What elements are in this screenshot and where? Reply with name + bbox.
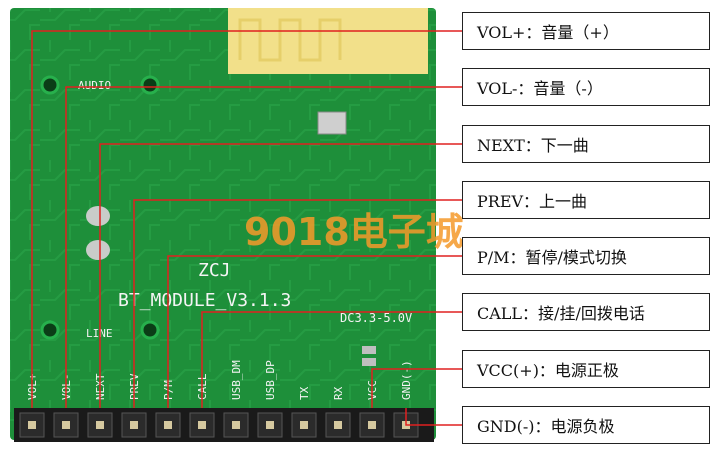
pin-label: USB_DP <box>264 360 277 400</box>
board-title-line1: ZCJ <box>198 260 231 281</box>
callout-line <box>31 30 462 408</box>
pin-label: GND(-) <box>400 360 413 400</box>
callout-box: VOL-：音量（-） <box>462 68 710 106</box>
callout-box: GND(-)：电源负极 <box>462 406 710 444</box>
callout-line <box>405 408 462 426</box>
callout-text: VCC(+)：电源正极 <box>477 361 619 380</box>
mount-hole <box>40 320 60 340</box>
header-pin-contact <box>130 421 138 429</box>
callout-text: P/M：暂停/模式切换 <box>477 248 627 267</box>
callout-lines <box>31 30 462 426</box>
callout-text: GND(-)：电源负极 <box>477 417 615 436</box>
callout-line <box>99 143 462 408</box>
solder-pad <box>86 240 110 260</box>
smd-component <box>362 358 376 366</box>
board-title-line2: BT_MODULE_V3.1.3 <box>118 290 291 311</box>
callout-box: PREV：上一曲 <box>462 181 710 219</box>
callout-box: P/M：暂停/模式切换 <box>462 237 710 275</box>
header-pin-contact <box>96 421 104 429</box>
header-pin-contact <box>300 421 308 429</box>
header-pin-contact <box>334 421 342 429</box>
header-pin-contact <box>232 421 240 429</box>
header-pin-contact <box>198 421 206 429</box>
callout-text: VOL+：音量（+） <box>477 23 619 42</box>
callout-box: VOL+：音量（+） <box>462 12 710 50</box>
pin-label: USB_DM <box>230 360 243 400</box>
antenna-area <box>228 8 428 74</box>
callout-box: VCC(+)：电源正极 <box>462 350 710 388</box>
header-pin-contact <box>28 421 36 429</box>
header-pin-contact <box>62 421 70 429</box>
callout-text: NEXT：下一曲 <box>477 136 589 155</box>
callout-line <box>65 86 462 408</box>
pin-label: TX <box>298 386 311 400</box>
callout-line <box>201 311 462 408</box>
header-pin-contact <box>368 421 376 429</box>
pin-header <box>14 408 434 442</box>
audio-label: AUDIO <box>78 79 111 92</box>
mount-hole <box>140 320 160 340</box>
chip-component <box>317 111 347 135</box>
antenna-trace <box>238 18 342 62</box>
header-pin-contact <box>164 421 172 429</box>
callout-box: NEXT：下一曲 <box>462 125 710 163</box>
pin-label: RX <box>332 386 345 400</box>
callout-line <box>133 199 462 408</box>
solder-pad <box>86 206 110 226</box>
callout-box: CALL：接/挂/回拨电话 <box>462 293 710 331</box>
callout-line <box>167 255 462 408</box>
callout-text: PREV：上一曲 <box>477 192 588 211</box>
smd-component <box>362 346 376 354</box>
mount-hole <box>40 75 60 95</box>
header-pin-contact <box>266 421 274 429</box>
callout-line <box>371 368 462 408</box>
voltage-label: DC3.3-5.0V <box>340 311 412 325</box>
callout-text: VOL-：音量（-） <box>477 79 603 98</box>
mount-hole <box>140 75 160 95</box>
callout-text: CALL：接/挂/回拨电话 <box>477 304 645 323</box>
watermark: 9018电子城 <box>244 210 464 254</box>
